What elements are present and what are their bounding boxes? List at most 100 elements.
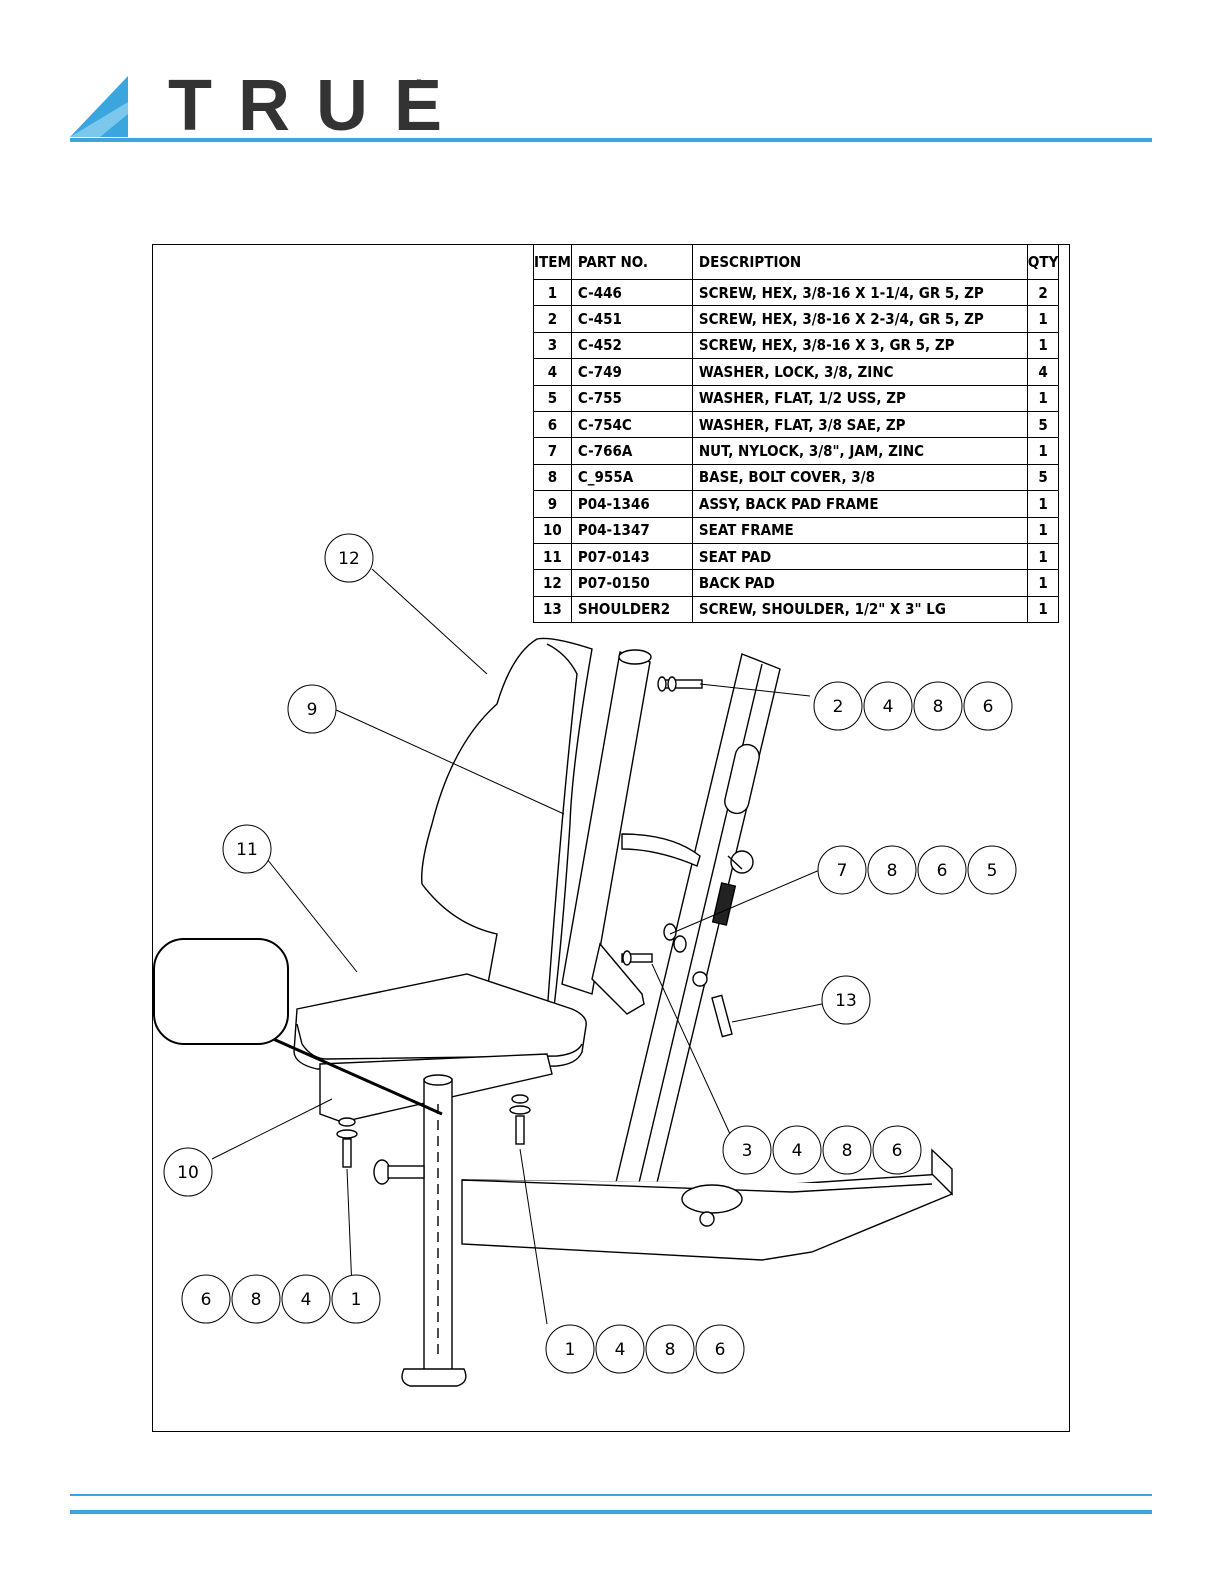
callout-text: 2	[833, 697, 844, 717]
cell-qty: 1	[1026, 490, 1060, 518]
registered-mark: ®	[414, 78, 424, 89]
cell-part-no: P07-0143	[570, 542, 693, 571]
cell-qty: 1	[1026, 569, 1060, 597]
leader-lines	[211, 568, 823, 1325]
cell-item: 2	[533, 305, 572, 333]
cell-description: BASE, BOLT COVER, 3/8	[691, 463, 1028, 492]
callout-group-2486: 2 4 8 6	[813, 681, 1013, 731]
upright-frame	[611, 653, 781, 1213]
logo-triangle-icon	[70, 76, 128, 137]
header-qty: QTY	[1026, 244, 1060, 280]
cell-qty: 1	[1026, 516, 1060, 544]
header-item: ITEM	[533, 244, 572, 280]
callout-text: 1	[351, 1290, 362, 1310]
cell-description: NUT, NYLOCK, 3/8", JAM, ZINC	[691, 437, 1028, 465]
callout-text: 8	[251, 1290, 262, 1310]
cell-part-no: C_955A	[570, 463, 693, 492]
footer-rule-thick	[70, 1510, 1152, 1514]
callout-12-text: 12	[338, 549, 360, 569]
cell-description: ASSY, BACK PAD FRAME	[691, 490, 1028, 518]
back-pad-frame	[561, 649, 701, 1015]
callout-13-text: 13	[835, 991, 857, 1011]
cell-description: SCREW, SHOULDER, 1/2" X 3" LG	[691, 595, 1028, 624]
callout-text: 6	[715, 1340, 726, 1360]
cell-item: 5	[533, 384, 572, 412]
callout-text: 6	[892, 1141, 903, 1161]
cell-item: 7	[533, 437, 572, 465]
cell-item: 9	[533, 490, 572, 518]
cell-description: SEAT PAD	[691, 542, 1028, 571]
cell-description: SCREW, HEX, 3/8-16 X 1-1/4, GR 5, ZP	[691, 278, 1028, 307]
header-part-no: PART NO.	[570, 244, 693, 280]
cell-qty: 2	[1026, 278, 1060, 307]
callout-text: 1	[565, 1340, 576, 1360]
callout-10-text: 10	[177, 1163, 199, 1183]
assembly-drawing: 12 9 11 10 13 2 4 8 6 7 8 6 5 3 4 8 6 6	[153, 533, 1017, 1387]
cell-part-no: C-766A	[570, 437, 693, 465]
table-header-row: ITEM PART NO. DESCRIPTION QTY	[533, 244, 1060, 280]
cell-qty: 1	[1026, 595, 1060, 624]
callout-11: 11	[222, 824, 272, 874]
cell-item: 6	[533, 410, 572, 439]
cell-part-no: P04-1346	[570, 490, 693, 518]
blank-callout-box	[153, 938, 289, 1045]
callout-text: 5	[987, 861, 998, 881]
cell-item: 3	[533, 331, 572, 360]
seat-pad	[293, 973, 587, 1070]
cell-item: 1	[533, 278, 572, 307]
cell-item: 10	[533, 516, 572, 544]
cell-description: SCREW, HEX, 3/8-16 X 2-3/4, GR 5, ZP	[691, 305, 1028, 333]
cell-description: WASHER, LOCK, 3/8, ZINC	[691, 358, 1028, 386]
header-description: DESCRIPTION	[691, 244, 1028, 280]
cell-qty: 5	[1026, 410, 1060, 439]
cell-qty: 4	[1026, 358, 1060, 386]
callout-text: 4	[301, 1290, 312, 1310]
cell-part-no: C-446	[570, 278, 693, 307]
cell-description: BACK PAD	[691, 569, 1028, 597]
cell-qty: 1	[1026, 331, 1060, 360]
seat-post	[373, 1074, 467, 1387]
cell-description: WASHER, FLAT, 3/8 SAE, ZP	[691, 410, 1028, 439]
callout-group-7865: 7 8 6 5	[817, 845, 1017, 895]
cell-item: 11	[533, 542, 572, 571]
footer-rule-thin	[70, 1494, 1152, 1496]
header-rule	[70, 138, 1152, 142]
cell-description: SEAT FRAME	[691, 516, 1028, 544]
callout-text: 4	[883, 697, 894, 717]
callout-text: 7	[837, 861, 848, 881]
callout-group-6841: 6 8 4 1	[181, 1274, 381, 1324]
callout-group-3486: 3 4 8 6	[722, 1125, 922, 1175]
callout-text: 4	[615, 1340, 626, 1360]
cell-part-no: C-452	[570, 331, 693, 360]
cell-item: 12	[533, 569, 572, 597]
callout-text: 8	[933, 697, 944, 717]
callout-9: 9	[287, 684, 337, 734]
cell-qty: 1	[1026, 384, 1060, 412]
callout-text: 8	[887, 861, 898, 881]
cell-part-no: C-749	[570, 358, 693, 386]
cell-part-no: P04-1347	[570, 516, 693, 544]
back-pad	[421, 637, 593, 1031]
brand-name: TRUE	[168, 66, 468, 146]
cell-part-no: C-754C	[570, 410, 693, 439]
true-logo: TRUE ®	[70, 70, 442, 142]
callout-text: 6	[201, 1290, 212, 1310]
cell-description: SCREW, HEX, 3/8-16 X 3, GR 5, ZP	[691, 331, 1028, 360]
callout-text: 8	[665, 1340, 676, 1360]
cell-item: 4	[533, 358, 572, 386]
callout-text: 8	[842, 1141, 853, 1161]
base-frame	[461, 1148, 953, 1261]
cell-part-no: C-451	[570, 305, 693, 333]
callout-text: 4	[792, 1141, 803, 1161]
cell-item: 13	[533, 595, 572, 624]
